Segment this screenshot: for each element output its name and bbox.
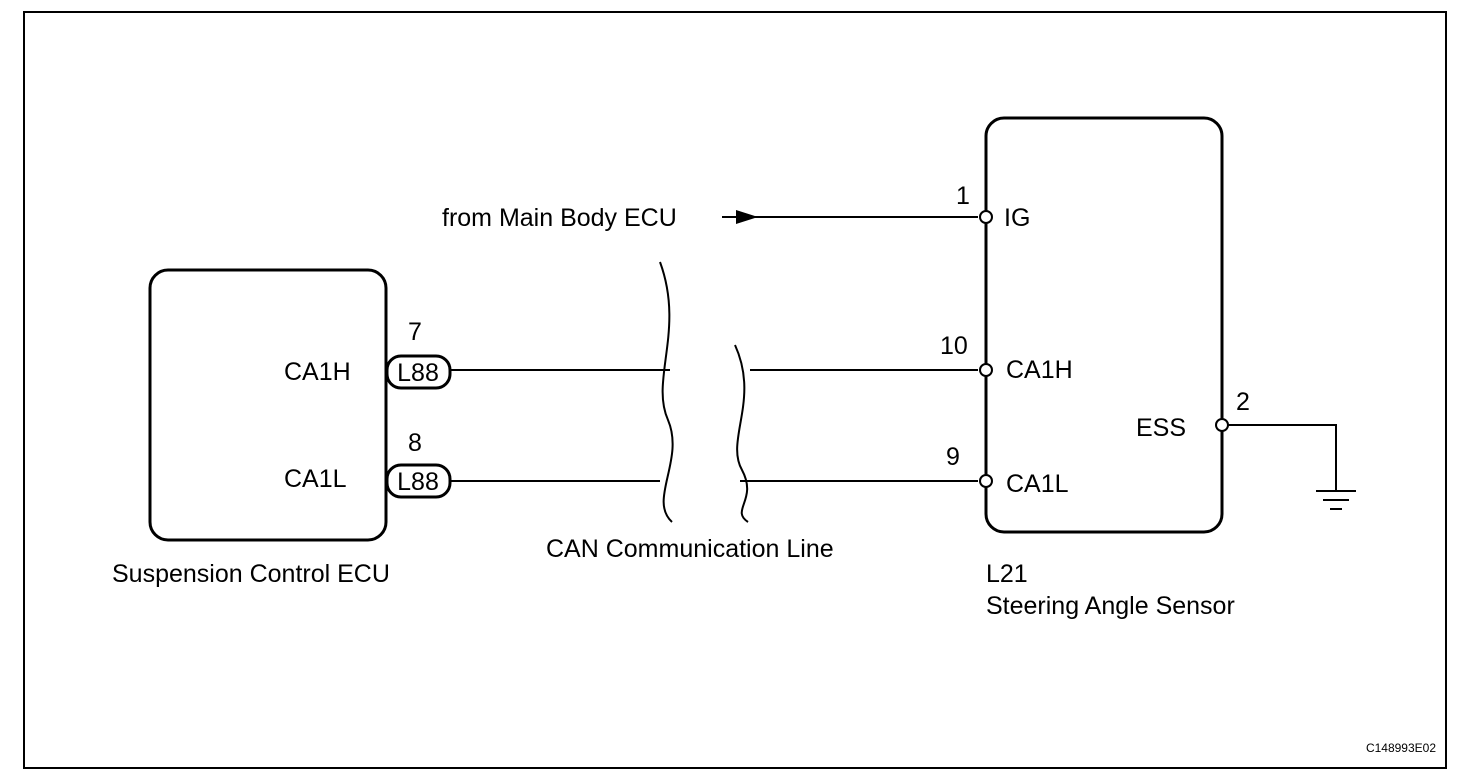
- sensor-pin-label-ig: IG: [1004, 204, 1030, 232]
- steering-sensor-box: [984, 116, 1224, 534]
- suspension-ecu-name: Suspension Control ECU: [112, 560, 390, 588]
- diagram-frame: [23, 11, 1447, 769]
- sensor-pin-ca1l: [979, 474, 993, 488]
- sensor-pin-ess: [1215, 418, 1229, 432]
- arrow-icon: [736, 210, 758, 224]
- ground-wire: [1228, 424, 1337, 490]
- suspension-ecu-box: [148, 268, 388, 542]
- ground-icon: [1316, 490, 1356, 510]
- wire-break-mark-left: [659, 261, 674, 523]
- ecu-pin-label-ca1h: CA1H: [284, 358, 351, 386]
- connector-label-l88-bottom: L88: [397, 468, 439, 496]
- connector-label-l88-top: L88: [397, 359, 439, 387]
- can-line-label: CAN Communication Line: [546, 535, 834, 563]
- sensor-code: L21: [986, 560, 1028, 588]
- sensor-pin-label-ca1h: CA1H: [1006, 356, 1073, 384]
- ecu-pin-number-7: 7: [408, 318, 422, 346]
- sensor-pin-number-1: 1: [956, 182, 970, 210]
- sensor-pin-ca1h: [979, 363, 993, 377]
- sensor-pin-number-9: 9: [946, 443, 960, 471]
- sensor-pin-label-ess: ESS: [1136, 414, 1186, 442]
- wire-break-mark-right: [734, 344, 749, 523]
- sensor-pin-label-ca1l: CA1L: [1006, 470, 1069, 498]
- ecu-pin-number-8: 8: [408, 429, 422, 457]
- sensor-pin-number-2: 2: [1236, 388, 1250, 416]
- sensor-name: Steering Angle Sensor: [986, 592, 1235, 620]
- source-label: from Main Body ECU: [442, 204, 677, 232]
- figure-code: C148993E02: [1366, 741, 1436, 755]
- ecu-pin-label-ca1l: CA1L: [284, 465, 347, 493]
- connector-l88-top: [385, 354, 452, 390]
- sensor-pin-number-10: 10: [940, 332, 968, 360]
- sensor-pin-ig: [979, 210, 993, 224]
